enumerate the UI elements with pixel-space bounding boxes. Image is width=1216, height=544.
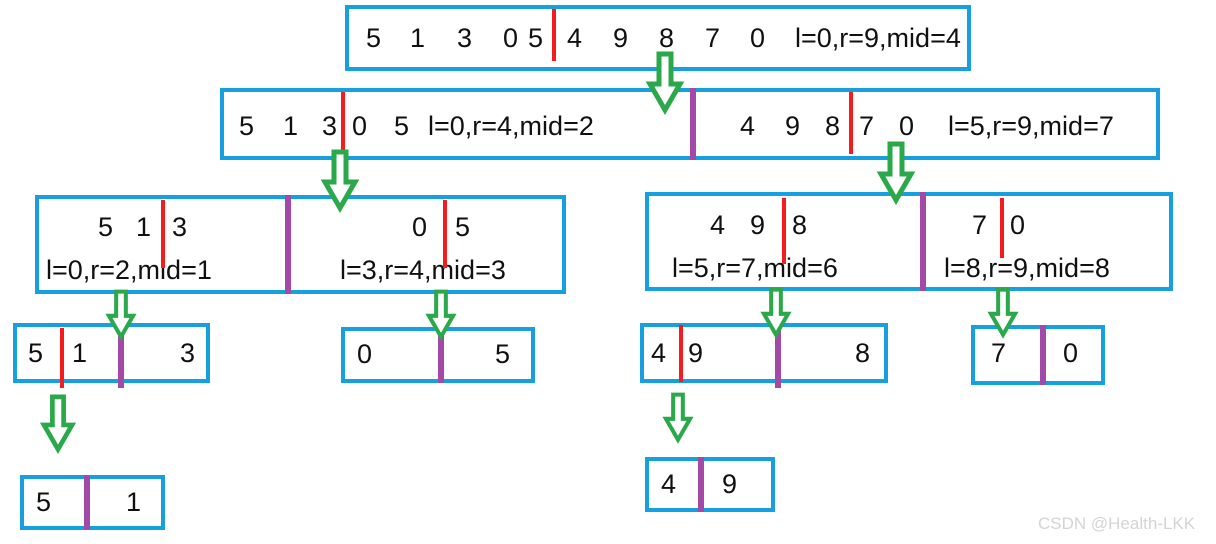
array-value-root-5: 4: [567, 23, 583, 53]
array-value-level3-d-0: 7: [991, 338, 1007, 368]
array-value-root-2: 3: [457, 23, 473, 53]
down-arrow-icon: [876, 141, 916, 206]
merge-divider-level1-0: [690, 88, 696, 160]
array-value-level1-5: l=0,r=4,mid=2: [428, 111, 594, 141]
split-divider-level1-0: [341, 92, 345, 158]
split-divider-root-0: [552, 9, 556, 61]
array-box-level4-b: [645, 457, 775, 512]
split-divider-level3-a-0: [60, 328, 64, 388]
split-divider-level2-right-0: [782, 198, 786, 264]
down-arrow-icon: [660, 392, 696, 444]
array-value-level4-b-0: 4: [661, 469, 677, 499]
down-arrow-icon: [985, 287, 1021, 339]
array-value-level1-9: 7: [859, 111, 875, 141]
array-value-level2-left-5: 5: [455, 212, 471, 242]
split-divider-level2-left-1: [443, 200, 447, 268]
down-arrow-icon: [423, 289, 459, 341]
array-box-level3-a: [13, 323, 210, 383]
array-value-root-3: 0: [503, 23, 519, 53]
array-value-level2-left-3: l=0,r=2,mid=1: [46, 255, 212, 285]
merge-divider-level2-left-0: [285, 195, 291, 294]
array-value-level2-right-2: 8: [792, 210, 808, 240]
array-value-root-8: 7: [705, 23, 721, 53]
array-value-level4-a-1: 1: [126, 487, 142, 517]
array-box-level3-d: [971, 325, 1105, 385]
down-arrow-icon: [758, 287, 794, 339]
merge-divider-level4-b-0: [698, 457, 704, 512]
array-value-level2-right-1: 9: [750, 210, 766, 240]
array-value-level3-d-1: 0: [1063, 338, 1079, 368]
array-value-root-10: l=0,r=9,mid=4: [795, 23, 961, 53]
array-value-root-9: 0: [750, 23, 766, 53]
array-value-level3-c-1: 9: [688, 338, 704, 368]
down-arrow-icon: [320, 149, 360, 214]
down-arrow-icon: [39, 394, 77, 454]
array-value-level3-a-2: 3: [180, 338, 196, 368]
array-value-root-4: 5: [528, 23, 544, 53]
array-value-level3-a-1: 1: [72, 338, 88, 368]
array-box-level2-right: [645, 192, 1173, 291]
array-value-level1-4: 5: [394, 111, 410, 141]
down-arrow-icon: [645, 51, 685, 116]
array-value-level2-left-4: 0: [412, 212, 428, 242]
array-value-level2-right-0: 4: [710, 210, 726, 240]
array-value-root-0: 5: [366, 23, 382, 53]
array-value-level1-11: l=5,r=9,mid=7: [948, 111, 1114, 141]
array-box-level2-left: [35, 195, 566, 294]
array-value-level1-2: 3: [322, 111, 338, 141]
array-value-level4-a-0: 5: [36, 487, 52, 517]
array-value-level2-right-4: 7: [972, 210, 988, 240]
array-box-level4-a: [20, 475, 165, 530]
array-value-level2-left-1: 1: [136, 212, 152, 242]
array-value-level1-3: 0: [352, 111, 368, 141]
merge-divider-level2-right-0: [920, 192, 926, 291]
array-value-level1-1: 1: [283, 111, 299, 141]
array-value-level3-a-0: 5: [28, 338, 44, 368]
array-value-level1-6: 4: [740, 111, 756, 141]
array-value-level2-right-3: l=5,r=7,mid=6: [672, 253, 838, 283]
array-value-root-7: 8: [659, 23, 675, 53]
array-value-level2-right-5: 0: [1010, 210, 1026, 240]
array-value-root-6: 9: [613, 23, 629, 53]
array-value-level3-c-0: 4: [651, 338, 667, 368]
array-value-level3-b-1: 5: [495, 339, 511, 369]
split-divider-level1-1: [849, 92, 853, 154]
array-value-level2-left-2: 3: [172, 212, 188, 242]
array-value-level3-b-0: 0: [357, 339, 373, 369]
merge-divider-level3-b-0: [438, 327, 444, 383]
split-divider-level3-c-0: [679, 325, 683, 382]
array-value-level2-right-6: l=8,r=9,mid=8: [944, 253, 1110, 283]
array-value-level1-10: 0: [899, 111, 915, 141]
array-value-root-1: 1: [410, 23, 426, 53]
merge-divider-level3-d-0: [1040, 325, 1046, 385]
split-divider-level2-left-0: [161, 200, 165, 268]
array-value-level4-b-1: 9: [722, 469, 738, 499]
array-value-level1-8: 8: [825, 111, 841, 141]
array-value-level2-left-0: 5: [98, 212, 114, 242]
down-arrow-icon: [103, 289, 139, 341]
merge-divider-level3-a-0: [118, 323, 124, 388]
array-value-level2-left-6: l=3,r=4,mid=3: [340, 255, 506, 285]
split-divider-level2-right-1: [1000, 198, 1004, 258]
watermark-label: CSDN @Health-LKK: [1038, 514, 1196, 533]
merge-divider-level4-a-0: [84, 475, 90, 530]
array-value-level1-0: 5: [239, 111, 255, 141]
array-value-level3-c-2: 8: [855, 338, 871, 368]
array-value-level1-7: 9: [785, 111, 801, 141]
merge-divider-level3-c-0: [775, 323, 781, 388]
